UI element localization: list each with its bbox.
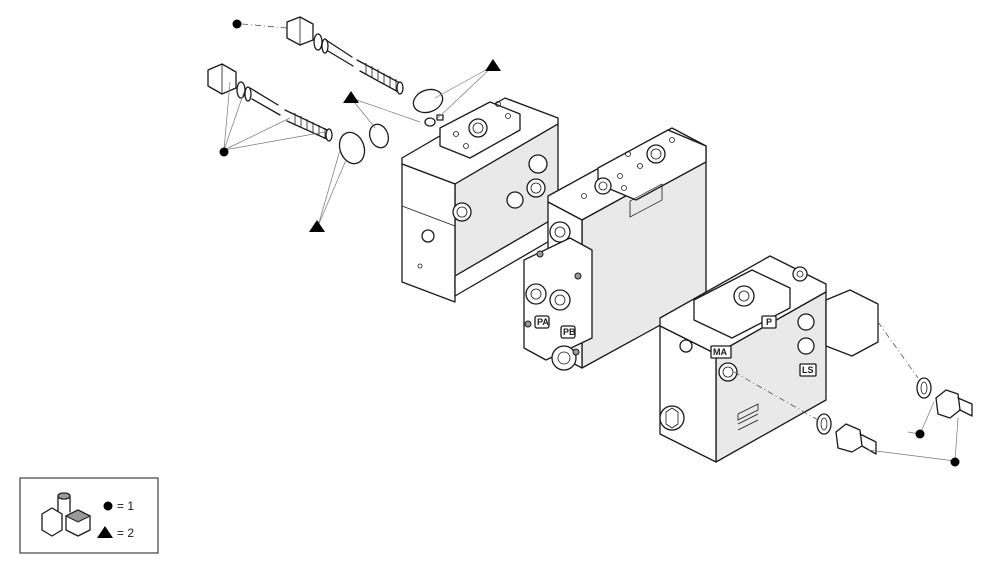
plug-fittings bbox=[733, 321, 973, 462]
leader-lines bbox=[223, 23, 494, 227]
callout-circle-left bbox=[219, 147, 229, 157]
legend-circle-value: = 1 bbox=[117, 499, 134, 513]
port-label-ls: LS bbox=[802, 365, 814, 375]
port-label-pa: PA bbox=[537, 317, 549, 327]
callout-triangle-top bbox=[485, 59, 501, 71]
callout-triangle-mid bbox=[343, 91, 359, 103]
legend-triangle-value: = 2 bbox=[117, 526, 134, 540]
callout-circle-top bbox=[232, 19, 242, 29]
o-ring-seals bbox=[338, 88, 444, 165]
tie-rod-lower bbox=[207, 63, 333, 142]
port-label-p: P bbox=[766, 317, 772, 327]
legend-triangle-icon bbox=[97, 526, 113, 538]
callout-circle-right-a bbox=[915, 429, 925, 439]
port-label-pb: PB bbox=[563, 327, 576, 337]
valve-section-right: P MA LS bbox=[659, 255, 879, 463]
port-label-ma: MA bbox=[713, 347, 727, 357]
callout-symbols bbox=[219, 19, 960, 467]
callout-triangle-bottom bbox=[309, 220, 325, 232]
legend-box: = 1 = 2 bbox=[19, 477, 159, 554]
legend-circle-icon bbox=[103, 501, 113, 511]
callout-circle-right-b bbox=[950, 457, 960, 467]
tie-rod-upper bbox=[286, 16, 404, 95]
kit-parts-icon bbox=[41, 492, 92, 537]
